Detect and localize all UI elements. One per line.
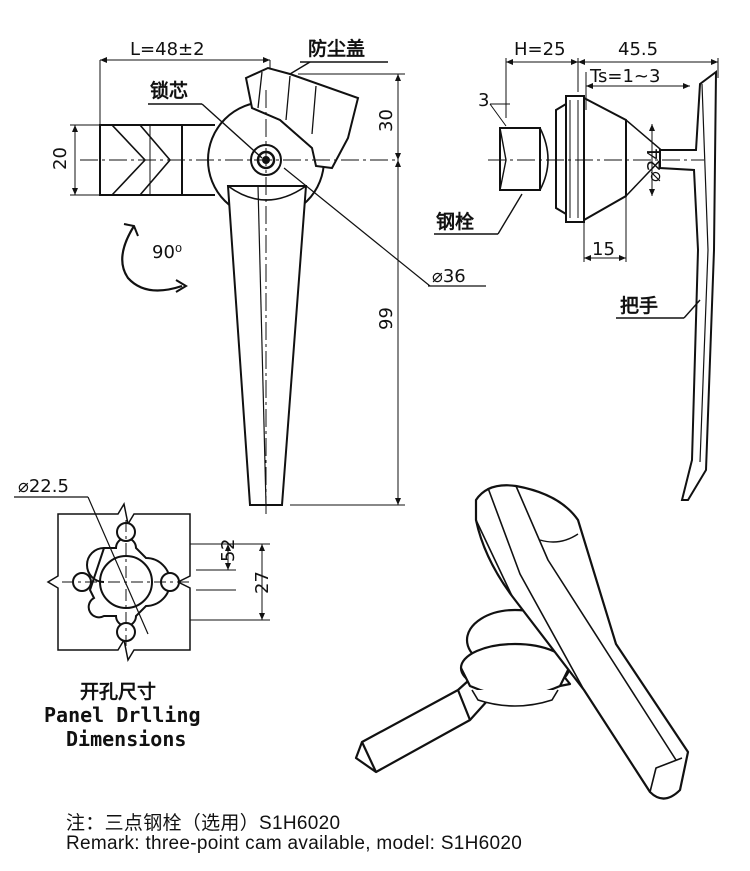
h-label: H=25 <box>514 39 566 60</box>
remark-en: Remark: three-point cam available, model… <box>66 833 523 854</box>
lock-core-label: 锁芯 <box>150 79 188 102</box>
side-view <box>434 58 719 501</box>
isometric-illustration <box>354 484 690 800</box>
remark-cn: 注：三点钢栓（选用）S1H6020 <box>66 813 341 834</box>
cam-thickness-label: 3 <box>478 90 489 111</box>
cutout-title-en-1: Panel Drlling <box>44 703 201 727</box>
width-45-label: 45.5 <box>618 39 658 60</box>
ts-label: Ts=1~3 <box>589 66 660 87</box>
dim-5-label: 5 <box>218 551 239 562</box>
height-30-label: 30 <box>376 109 397 132</box>
dust-cover-label: 防尘盖 <box>308 37 365 60</box>
cutout-title-en-2: Dimensions <box>66 727 186 751</box>
length-label: L=48±2 <box>130 39 205 60</box>
front-diameter-label: ⌀36 <box>432 266 466 287</box>
panel-cutout-labels: ⌀22.5 5 2 27 开孔尺寸 Panel Drlling Dimensio… <box>18 476 273 751</box>
height-20-label: 20 <box>50 147 71 170</box>
dim-15-label: 15 <box>592 239 615 260</box>
handle-label: 把手 <box>620 294 658 317</box>
height-99-label: 99 <box>376 307 397 330</box>
dim-2-label: 2 <box>218 539 239 550</box>
rotation-label: 90⁰ <box>152 242 182 263</box>
cutout-diameter-label: ⌀22.5 <box>18 476 69 497</box>
dim-27-label: 27 <box>252 571 273 594</box>
panel-cutout <box>14 496 270 663</box>
front-view <box>70 57 486 515</box>
side-diameter-label: ⌀24 <box>644 148 665 182</box>
steel-bolt-label: 钢栓 <box>436 210 474 233</box>
cutout-title-cn: 开孔尺寸 <box>80 680 156 703</box>
side-view-labels: H=25 45.5 Ts=1~3 3 ⌀24 15 钢栓 把手 <box>436 39 665 317</box>
front-view-labels: L=48±2 防尘盖 锁芯 20 30 99 90⁰ ⌀36 <box>50 37 466 330</box>
